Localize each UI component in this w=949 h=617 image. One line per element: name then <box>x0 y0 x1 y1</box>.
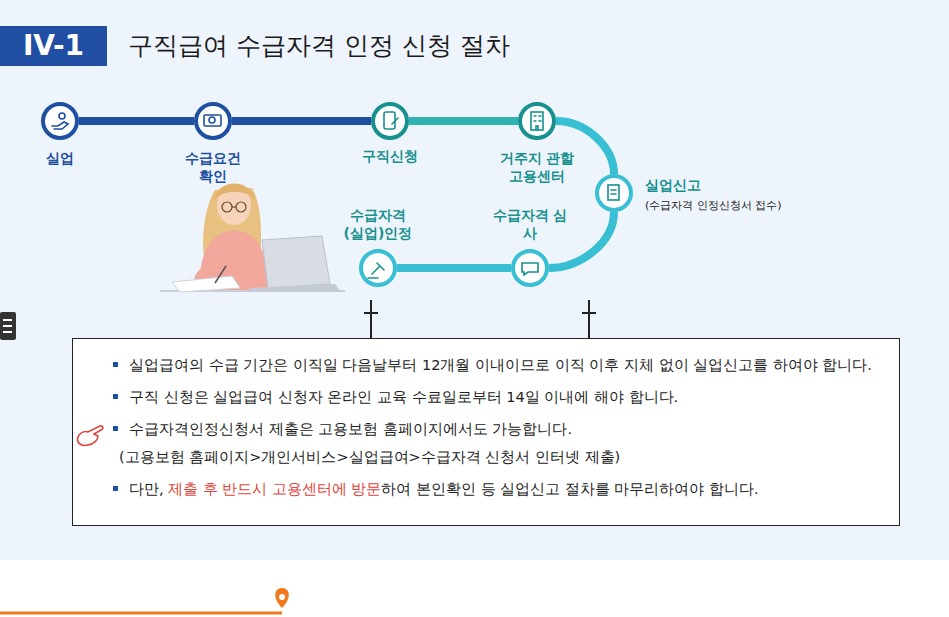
bullet-note: 수급자격인정신청서 제출은 고용보험 홈페이지에서도 가능합니다. <box>113 419 879 439</box>
search-icon-lens <box>209 117 215 123</box>
form-icon-lines <box>611 190 616 194</box>
track-line <box>556 121 614 174</box>
step-label: 실업신고 <box>645 176 765 194</box>
track-line <box>232 117 371 125</box>
phone-icon <box>384 112 395 129</box>
building-icon-windows <box>534 116 541 130</box>
note-box: 실업급여의 수급 기간은 이직일 다음날부터 12개월 이내이므로 이직 이후 … <box>72 338 900 526</box>
track-line <box>79 117 194 125</box>
note-text: 다만, <box>129 481 164 497</box>
section-badge <box>0 26 107 66</box>
slide-title: 구직급여 수급자격 인정 신청 절차 <box>128 30 510 62</box>
bullet-note-row: 다만,제출 후 반드시 고용센터에 방문하여 본인확인 등 실업신고 절차를 마… <box>113 479 879 499</box>
panel-ground <box>0 0 949 560</box>
search-icon <box>204 115 221 126</box>
step-label: 수급요건 확인 <box>178 149 248 185</box>
step-circle: 수급자격 심사 <box>511 249 549 287</box>
highlight-text: 제출 후 반드시 고용센터에 방문 <box>168 481 381 497</box>
step-circle: 구직신청 <box>371 102 409 140</box>
step-circle: 실업신고(수급자격 인정신청서 접수) <box>595 174 633 212</box>
sub-note: (고용보험 홈페이지>개인서비스>실업급여>수급자격 신청서 인터넷 제출) <box>113 447 879 467</box>
track-line <box>409 117 518 125</box>
hand-icon-coin <box>59 113 65 119</box>
step-circle: 실업 <box>41 102 79 140</box>
step-label: 구직신청 <box>345 147 435 165</box>
pin-hole <box>279 594 285 600</box>
form-icon <box>608 185 619 200</box>
step-label: 실업 <box>30 149 90 167</box>
menu-tab <box>0 312 16 340</box>
bullet-note: 실업급여의 수급 기간은 이직일 다음날부터 12개월 이내이므로 이직 이후 … <box>113 355 879 375</box>
menu-icon <box>3 320 12 332</box>
step-label: 수급자격 심사 <box>490 206 570 242</box>
track-line <box>397 264 511 272</box>
bullet-note: 구직 신청은 실업급여 신청자 온라인 교육 수료일로부터 14일 이내에 해야… <box>113 387 879 407</box>
step-label: 수급자격 (실업)인정 <box>338 206 418 242</box>
note-text: 하여 본인확인 등 실업신고 절차를 마무리하여야 합니다. <box>381 481 758 497</box>
leader-ticks <box>364 300 596 338</box>
woman-illustration <box>160 183 345 292</box>
step-circle: 수급요건 확인 <box>194 102 232 140</box>
gavel-icon <box>368 263 384 278</box>
phone-icon-pen <box>392 118 398 124</box>
step-circle: 거주지 관할 고용센터 <box>518 102 556 140</box>
section-number: IV-1 <box>0 26 107 66</box>
chat-icon <box>522 263 538 275</box>
building-icon <box>531 112 543 130</box>
pin-marker <box>275 588 289 608</box>
step-sublabel: (수급자격 인정신청서 접수) <box>645 197 845 215</box>
step-circle: 수급자격 (실업)인정 <box>359 249 397 287</box>
step-label: 거주지 관할 고용센터 <box>492 149 582 185</box>
orange-rule <box>0 612 282 615</box>
hand-icon <box>52 122 68 129</box>
